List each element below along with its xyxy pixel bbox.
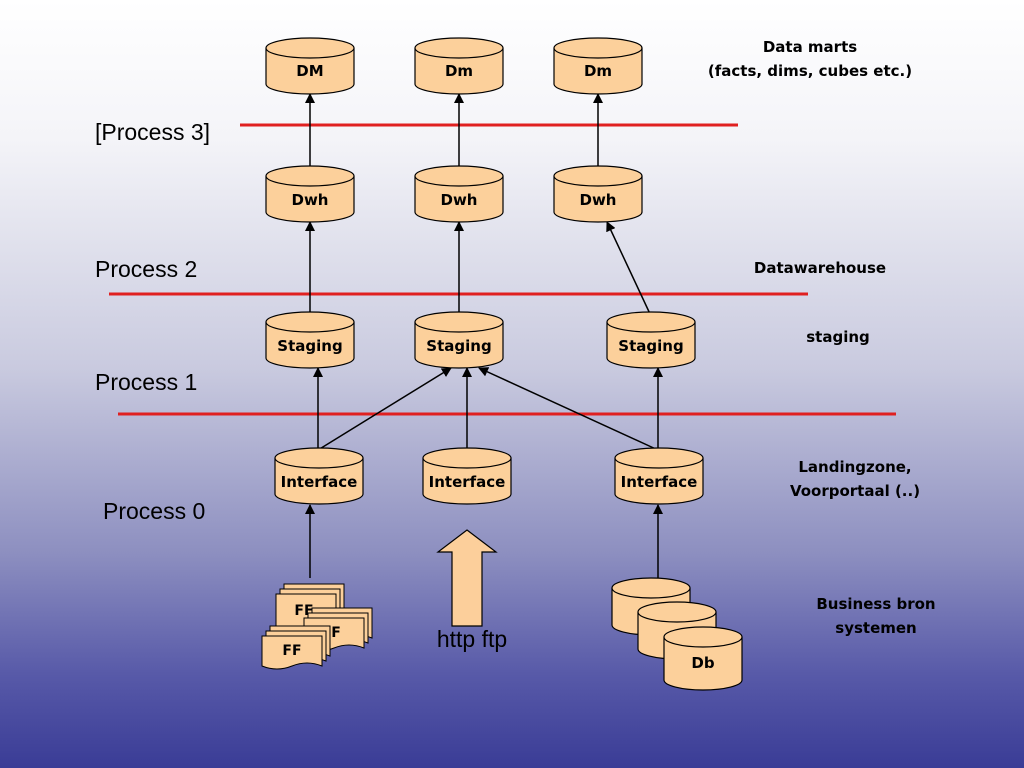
data-marts-label-line-2: (facts, dims, cubes etc.) [708, 62, 912, 80]
staging-cylinder-3: Staging [606, 311, 696, 369]
transfer-arrow-icon [436, 529, 498, 627]
dm-cylinder-1: DM [265, 37, 355, 95]
landingzone-label-line-1: Landingzone, [798, 458, 911, 476]
dm-label-2: Dm [445, 62, 473, 80]
arrow-interface1-staging2 [317, 367, 452, 451]
dm-cylinder-2: Dm [414, 37, 504, 95]
flat-file-stack-3: FF [261, 625, 331, 670]
interface-label-3: Interface [621, 473, 698, 491]
dwh-cylinder-2: Dwh [414, 165, 504, 223]
process-1-label: Process 1 [95, 369, 197, 395]
process-0-label: Process 0 [103, 498, 205, 524]
business-label-line-1: Business bron [816, 595, 935, 613]
business-label-line-2: systemen [835, 619, 916, 637]
arrow-interface3-staging2 [478, 367, 659, 451]
dwh-label-1: Dwh [292, 191, 329, 209]
process-3-label: [Process 3] [95, 119, 210, 145]
transfer-label: http ftp [437, 626, 507, 652]
staging-label-1: Staging [277, 337, 342, 355]
data-marts-label-line-1: Data marts [763, 38, 857, 56]
interface-cylinder-3: Interface [614, 447, 704, 505]
staging-cylinder-1: Staging [265, 311, 355, 369]
flat-file-label-2: F [331, 625, 341, 641]
datawarehouse-label: Datawarehouse [754, 259, 886, 277]
landingzone-label-line-2: Voorportaal (..) [790, 482, 920, 500]
dwh-label-2: Dwh [441, 191, 478, 209]
dm-cylinder-3: Dm [553, 37, 643, 95]
staging-label-3: Staging [618, 337, 683, 355]
dm-label-3: Dm [584, 62, 612, 80]
dwh-label-3: Dwh [580, 191, 617, 209]
dwh-cylinder-1: Dwh [265, 165, 355, 223]
dm-label-1: DM [296, 62, 323, 80]
staging-side-label: staging [806, 328, 870, 346]
dwh-cylinder-3: Dwh [553, 165, 643, 223]
interface-cylinder-1: Interface [274, 447, 364, 505]
db-cylinder-front: Db [663, 626, 743, 691]
arrow-staging3-dwh3 [606, 221, 652, 317]
interface-cylinder-2: Interface [422, 447, 512, 505]
staging-label-2: Staging [426, 337, 491, 355]
db-label: Db [691, 654, 714, 672]
flat-file-label-3: FF [282, 643, 301, 659]
staging-cylinder-2: Staging [414, 311, 504, 369]
process-2-label: Process 2 [95, 256, 197, 282]
interface-label-1: Interface [281, 473, 358, 491]
interface-label-2: Interface [429, 473, 506, 491]
